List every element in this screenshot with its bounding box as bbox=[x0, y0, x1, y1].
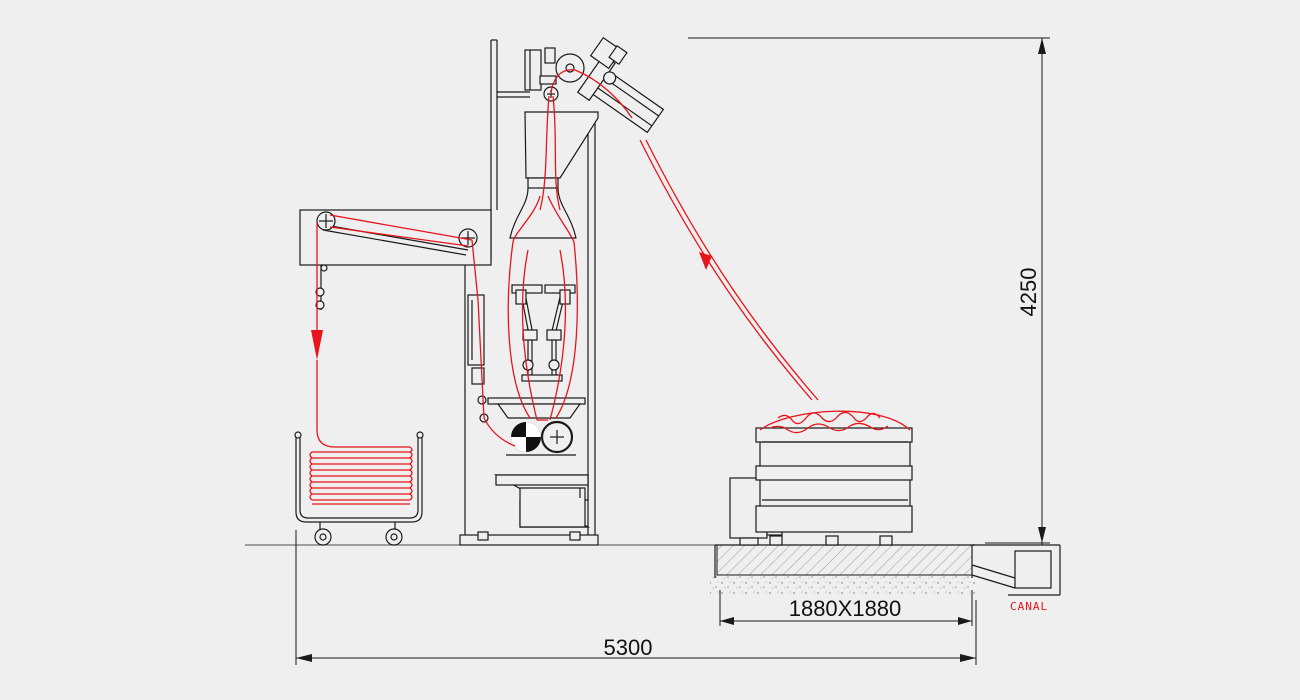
feed-rollers bbox=[506, 420, 576, 456]
drain-canal: CANAL bbox=[971, 544, 1061, 613]
top-spool-mechanism bbox=[524, 47, 585, 102]
output-chute bbox=[493, 474, 591, 528]
foundation-base bbox=[710, 544, 975, 595]
dimension-total-length: 5300 bbox=[295, 530, 977, 665]
motor-assembly bbox=[576, 36, 665, 134]
dimension-height: 4250 bbox=[688, 37, 1050, 545]
product-path bbox=[309, 69, 911, 505]
main-tower-frame bbox=[459, 39, 599, 546]
height-label: 4250 bbox=[1016, 268, 1041, 317]
hopper-funnel bbox=[509, 111, 599, 239]
folded-stack bbox=[309, 446, 413, 505]
total-length-label: 5300 bbox=[604, 635, 653, 660]
base-size-label: 1880X1880 bbox=[789, 596, 902, 621]
canal-label: CANAL bbox=[1010, 600, 1048, 613]
folding-arm bbox=[299, 209, 492, 310]
collection-trolley bbox=[294, 431, 424, 546]
lower-trough bbox=[477, 395, 586, 423]
dimension-base-size: 1880X1880 bbox=[719, 590, 973, 626]
coiler-tub bbox=[729, 427, 913, 546]
